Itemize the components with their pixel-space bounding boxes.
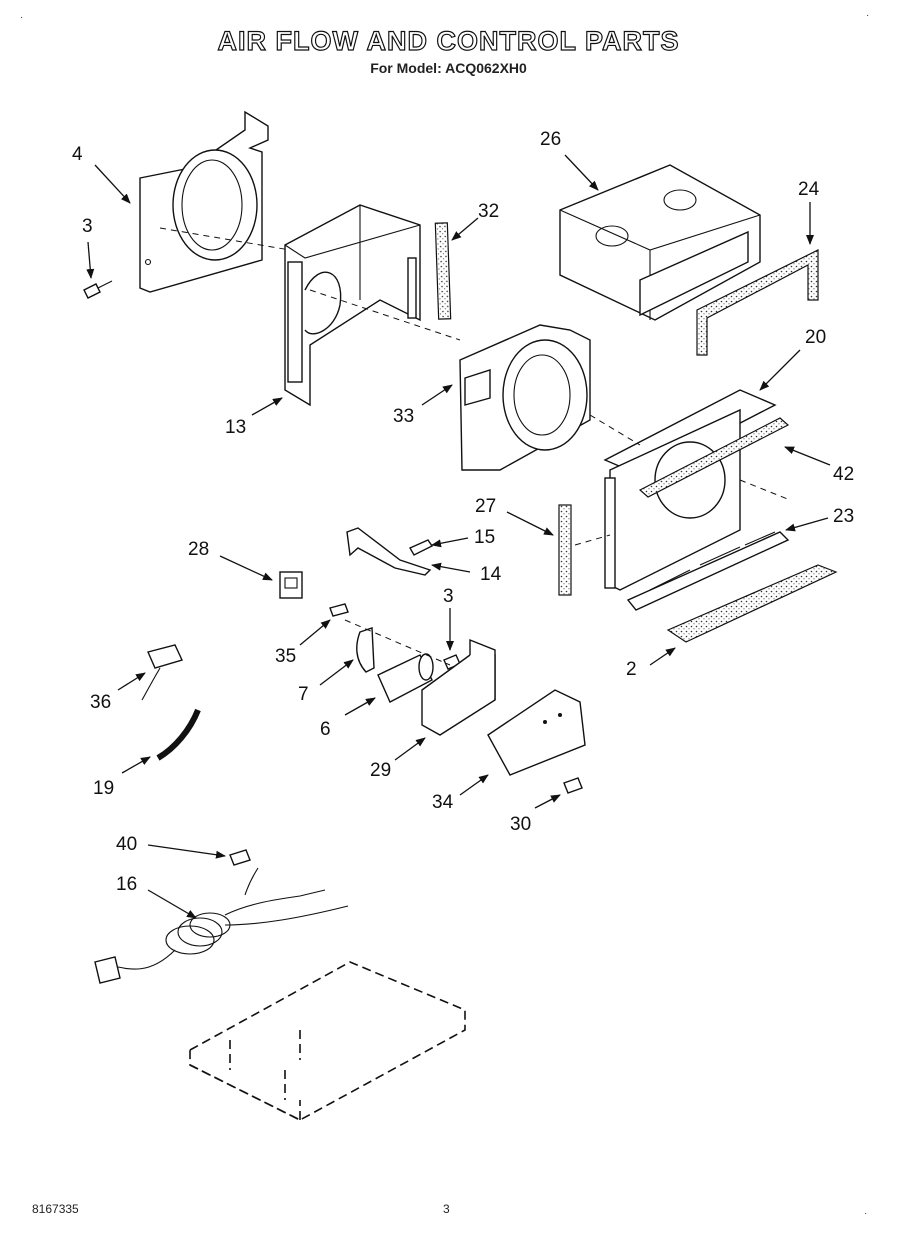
- part-24-gasket: [696, 249, 819, 356]
- callout-27: 27: [475, 496, 496, 517]
- callout-34: 34: [432, 792, 454, 813]
- callout-14: 14: [480, 564, 502, 585]
- page-number: 3: [443, 1202, 450, 1216]
- callout-28: 28: [188, 539, 209, 560]
- callout-40: 40: [116, 834, 137, 855]
- part-35-screw: [329, 603, 349, 617]
- callout-20: 20: [805, 327, 826, 348]
- part-28-switch: [279, 571, 303, 599]
- part-20-top-panel: [603, 389, 777, 591]
- callout-29: 29: [370, 760, 391, 781]
- part-32-seal-strip: [434, 222, 452, 320]
- part-15-clip: [409, 539, 434, 556]
- callout-19: 19: [93, 778, 114, 799]
- callout-3-left: 3: [82, 216, 93, 237]
- callout-24: 24: [798, 179, 820, 200]
- callout-26: 26: [540, 129, 561, 150]
- part-3-screw-left: [83, 280, 113, 299]
- part-19-tubing: [156, 708, 201, 761]
- document-number: 8167335: [32, 1202, 79, 1216]
- part-14-thermostat-bracket: [346, 527, 432, 576]
- corner-mark-bottom-right: ·: [864, 1208, 868, 1219]
- part-26-cover: [559, 164, 761, 321]
- part-13-scroll-housing: [284, 204, 421, 407]
- callout-labels: 4 3 13 32 26 24 20 33 42 27 23 15 14 28 …: [72, 129, 854, 895]
- callout-32: 32: [478, 201, 499, 222]
- part-7-capacitor-clamp: [356, 627, 375, 673]
- part-33-blower-scroll: [459, 324, 591, 471]
- part-23-base-bracket: [626, 531, 790, 611]
- part-36-terminal: [141, 644, 183, 701]
- callout-3-right: 3: [443, 586, 454, 607]
- part-29-control-box: [421, 638, 496, 736]
- page-title: AIR FLOW AND CONTROL PARTS: [217, 25, 680, 56]
- part-42-foam-strip: [638, 417, 790, 498]
- callout-13: 13: [225, 417, 246, 438]
- part-40-screw: [229, 849, 251, 866]
- callout-15: 15: [474, 527, 495, 548]
- callout-23: 23: [833, 506, 854, 527]
- part-30-screw: [563, 777, 583, 794]
- part-16-power-cord: [94, 867, 349, 984]
- callout-33: 33: [393, 406, 414, 427]
- callout-30: 30: [510, 814, 531, 835]
- model-subtitle: For Model: ACQ062XH0: [370, 60, 527, 76]
- callout-35: 35: [275, 646, 296, 667]
- assembly-guide-lines: [159, 227, 791, 666]
- corner-mark-top-left: ·: [20, 12, 24, 23]
- callout-16: 16: [116, 874, 137, 895]
- callout-36: 36: [90, 692, 111, 713]
- callout-4: 4: [72, 144, 83, 165]
- part-6-capacitor: [377, 653, 434, 703]
- part-27-seal-strip: [558, 504, 572, 596]
- callout-7: 7: [298, 684, 309, 705]
- part-2-filter: [666, 564, 838, 643]
- corner-mark-top-right: ·: [866, 10, 870, 21]
- callout-2: 2: [626, 659, 637, 680]
- leader-arrows: [86, 154, 831, 919]
- base-pan-outline: [189, 961, 466, 1121]
- callout-6: 6: [320, 719, 331, 740]
- part-4-orifice-plate: [139, 110, 269, 293]
- part-34-control-cover: [487, 689, 586, 776]
- callout-42: 42: [833, 464, 854, 485]
